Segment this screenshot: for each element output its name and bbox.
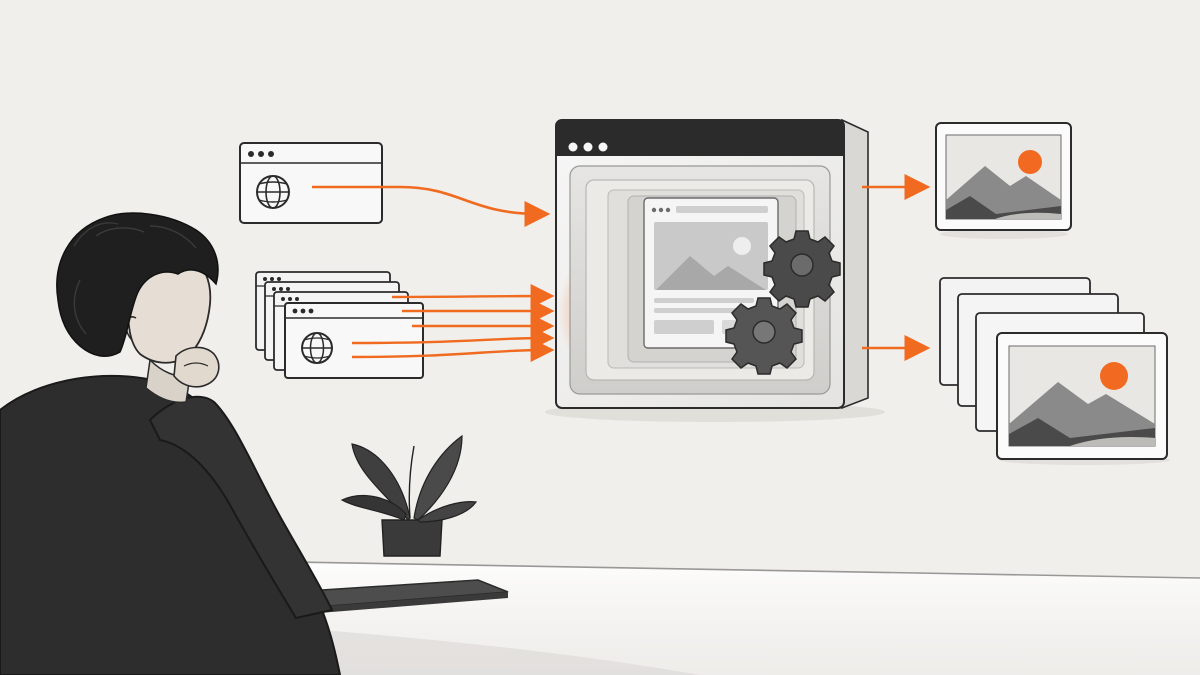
gear-icon xyxy=(725,297,803,375)
person-thinking-icon xyxy=(0,212,342,675)
potted-plant-icon xyxy=(340,434,478,557)
batch-web-pages-stack xyxy=(255,271,424,379)
single-output-image xyxy=(935,122,1072,239)
landscape-image-icon xyxy=(1008,345,1156,447)
globe-icon xyxy=(301,332,333,364)
landscape-image-icon xyxy=(945,134,1062,220)
output-arrows xyxy=(862,174,931,361)
gear-icon xyxy=(763,230,841,308)
processor-window xyxy=(545,118,885,422)
single-input-arrow xyxy=(312,185,551,227)
batch-input-arrows xyxy=(351,284,555,363)
globe-icon xyxy=(256,175,290,209)
batch-output-images-stack xyxy=(939,277,1170,465)
single-web-page-card xyxy=(239,142,383,224)
